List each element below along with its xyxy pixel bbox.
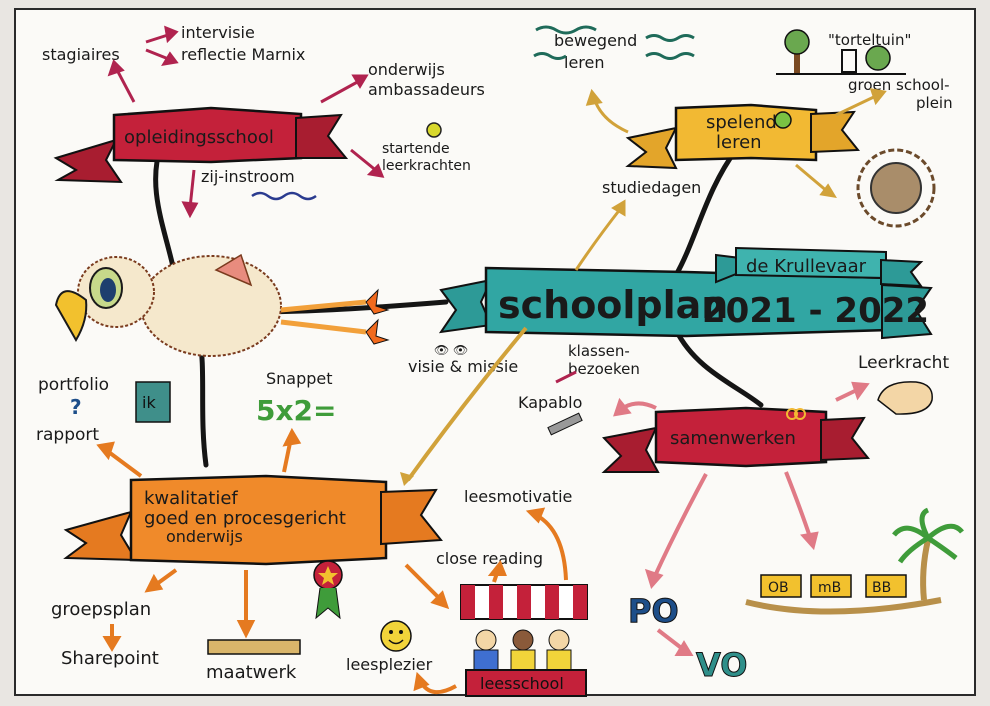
kwalitatief-ribbon: kwalitatief goed en procesgericht onderw… bbox=[63, 474, 443, 566]
book-icon: ik bbox=[135, 381, 171, 423]
opleidingsschool-arrows bbox=[107, 25, 385, 219]
school-ribbon: de Krullevaar bbox=[715, 246, 924, 288]
line-to-opleidingsschool bbox=[153, 142, 179, 283]
center-year: 2021 - 2022 bbox=[702, 291, 929, 331]
item-onderwijs: onderwijs bbox=[368, 60, 445, 79]
kwalitatief-items: portfolio ? rapport Snappet 5x2= groepsp… bbox=[36, 369, 572, 683]
item-rapport: rapport bbox=[36, 425, 99, 445]
leesschool-stall: leesschool bbox=[460, 584, 588, 697]
ball-icon bbox=[774, 111, 792, 129]
item-zij-instroom: zij-instroom bbox=[201, 167, 295, 186]
item-stagiaires: stagiaires bbox=[42, 45, 120, 64]
line-to-spelend bbox=[673, 147, 739, 278]
leerplein-icon bbox=[856, 148, 936, 228]
palm-tree-icon bbox=[892, 507, 964, 601]
spelend-label-2: leren bbox=[716, 132, 762, 153]
kwalitatief-label-1: kwalitatief bbox=[144, 488, 238, 509]
opleidingsschool-ribbon: opleidingsschool bbox=[53, 106, 349, 184]
center-ribbon: schoolplan 2021 - 2022 bbox=[438, 266, 933, 340]
item-ambassadeurs: ambassadeurs bbox=[368, 80, 485, 99]
opleidingsschool-label: opleidingsschool bbox=[124, 127, 274, 148]
item-maatwerk: maatwerk bbox=[206, 662, 297, 683]
item-portfolio: portfolio bbox=[38, 375, 109, 395]
kapablo-arrow bbox=[555, 370, 577, 384]
item-po: PO bbox=[628, 592, 679, 630]
item-close-reading: close reading bbox=[436, 549, 543, 568]
mindmap-canvas: schoolplan 2021 - 2022 de Krullevaar opl… bbox=[36, 23, 964, 697]
item-bb: BB bbox=[872, 580, 891, 596]
item-5x2: 5x2= bbox=[256, 394, 337, 427]
spelend-ribbon: spelend leren bbox=[625, 103, 861, 170]
item-torteltuin: "torteltuin" bbox=[828, 31, 911, 49]
leesschool-label: leesschool bbox=[480, 674, 564, 693]
kwalitatief-label-2: goed en procesgericht bbox=[144, 508, 346, 529]
item-leerkrachten: leerkrachten bbox=[382, 158, 471, 174]
item-ob: OB bbox=[768, 580, 789, 596]
spelend-arrows bbox=[574, 88, 887, 271]
spelend-label-1: spelend bbox=[706, 112, 777, 133]
item-bezoeken: bezoeken bbox=[568, 360, 640, 378]
item-klassen: klassen- bbox=[568, 342, 630, 360]
pencil-icon bbox=[547, 412, 583, 436]
item-leren: leren bbox=[564, 53, 605, 72]
kwalitatief-label-3: onderwijs bbox=[166, 527, 243, 546]
item-reflectie-marnix: reflectie Marnix bbox=[181, 45, 305, 64]
item-leesplezier: leesplezier bbox=[346, 655, 433, 674]
smiley-icon bbox=[380, 620, 412, 652]
item-groepsplan: groepsplan bbox=[51, 599, 151, 620]
item-plein: plein bbox=[916, 94, 953, 112]
torteltuin-icon bbox=[776, 29, 906, 75]
mindmap-sheet: schoolplan 2021 - 2022 de Krullevaar opl… bbox=[14, 8, 976, 697]
item-studiedagen: studiedagen bbox=[602, 178, 701, 197]
middle-items: visie & missie klassen- bezoeken Kapablo… bbox=[400, 326, 640, 486]
wave-decoration bbox=[251, 191, 317, 201]
item-mb: mB bbox=[818, 580, 841, 596]
item-sharepoint: Sharepoint bbox=[61, 648, 159, 669]
center-title: schoolplan bbox=[498, 283, 728, 327]
school-name: de Krullevaar bbox=[746, 256, 867, 277]
wave-icons bbox=[533, 25, 695, 60]
item-leerkracht: Leerkracht bbox=[858, 353, 949, 373]
samenwerken-items: Leerkracht PO VO OB mB BB bbox=[628, 353, 950, 685]
medal-icon bbox=[313, 560, 343, 620]
eyes-icon: 👁 👁 bbox=[434, 343, 468, 357]
line-to-samenwerken bbox=[673, 327, 764, 408]
book-label: ik bbox=[142, 393, 156, 412]
center-to-kwalitatief-arrow bbox=[406, 326, 528, 482]
ruler-icon bbox=[207, 639, 301, 655]
item-startende: startende bbox=[382, 141, 450, 157]
item-kapablo: Kapablo bbox=[518, 393, 582, 412]
samenwerken-label: samenwerken bbox=[670, 428, 796, 449]
item-intervisie: intervisie bbox=[181, 23, 255, 42]
item-groen-schoolplein: groen school- bbox=[848, 76, 950, 94]
clock-icon bbox=[426, 122, 442, 138]
kwalitatief-arrows bbox=[96, 427, 568, 694]
samenwerken-ribbon: samenwerken bbox=[601, 406, 871, 473]
item-vo: VO bbox=[696, 646, 747, 684]
item-bewegend: bewegend bbox=[554, 31, 637, 50]
item-leesmotivatie: leesmotivatie bbox=[464, 487, 572, 506]
bird-illustration bbox=[54, 253, 390, 357]
rings-icon bbox=[786, 408, 798, 420]
opleidingsschool-items: stagiaires intervisie reflectie Marnix o… bbox=[42, 23, 485, 186]
item-question: ? bbox=[70, 395, 82, 419]
item-snappet: Snappet bbox=[266, 369, 333, 388]
samenwerken-arrows bbox=[613, 381, 870, 656]
arm-icon bbox=[877, 381, 933, 415]
